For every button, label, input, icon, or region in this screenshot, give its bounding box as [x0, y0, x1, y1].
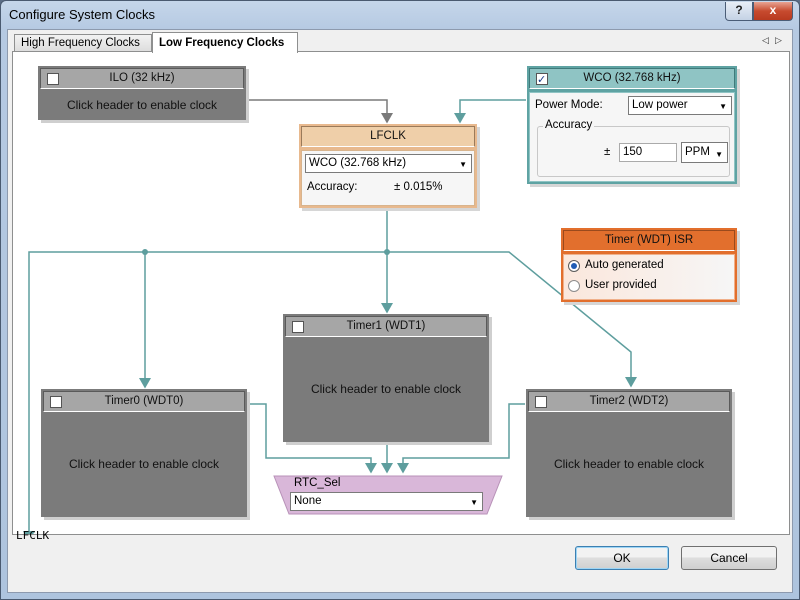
- ilo-block: ILO (32 kHz) Click header to enable cloc…: [38, 66, 246, 120]
- wco-header[interactable]: WCO (32.768 kHz): [529, 68, 735, 90]
- wco-pm-symbol: ±: [604, 146, 611, 158]
- timer1-header[interactable]: Timer1 (WDT1): [285, 316, 487, 337]
- wco-accuracy-unit: PPM: [685, 146, 710, 158]
- lfclk-accuracy-value: ± 0.015%: [394, 181, 443, 193]
- timer1-title: Timer1 (WDT1): [346, 320, 426, 332]
- tab-high-frequency-clocks[interactable]: High Frequency Clocks: [14, 34, 152, 52]
- lfclk-source-select[interactable]: WCO (32.768 kHz) ▼: [305, 154, 472, 173]
- wdt-isr-option-auto[interactable]: Auto generated: [585, 259, 664, 271]
- lfclk-source-value: WCO (32.768 kHz): [309, 157, 407, 169]
- dialog-client: High Frequency Clocks Low Frequency Cloc…: [7, 29, 793, 593]
- wco-power-mode-value: Low power: [632, 99, 688, 111]
- wco-power-mode-label: Power Mode:: [535, 99, 603, 111]
- timer0-message: Click header to enable clock: [68, 457, 220, 471]
- wire-ilo-to-lfclk: [248, 99, 393, 124]
- tab-low-frequency-clocks[interactable]: Low Frequency Clocks: [152, 32, 298, 53]
- timer1-enable-checkbox[interactable]: [292, 321, 304, 333]
- help-button[interactable]: ?: [725, 2, 753, 21]
- wco-accuracy-unit-select[interactable]: PPM ▼: [681, 142, 728, 163]
- radio-user-provided[interactable]: [568, 280, 580, 292]
- lfclk-title: LFCLK: [370, 130, 406, 142]
- ok-button[interactable]: OK: [575, 546, 669, 570]
- lfclk-body: WCO (32.768 kHz) ▼ Accuracy: ± 0.015%: [301, 150, 475, 206]
- lfclk-block: LFCLK WCO (32.768 kHz) ▼ Accuracy: ± 0.0…: [299, 124, 477, 208]
- lfclk-accuracy-label: Accuracy:: [307, 181, 358, 193]
- radio-auto-generated[interactable]: [568, 260, 580, 272]
- wco-body: Power Mode: Low power ▼ Accuracy ± 150 P…: [529, 92, 735, 182]
- clock-diagram-canvas: ILO (32 kHz) Click header to enable cloc…: [12, 51, 790, 542]
- lfclk-header: LFCLK: [301, 126, 475, 147]
- wdt-isr-header: Timer (WDT) ISR: [563, 230, 735, 251]
- wire-wco-to-lfclk: [454, 99, 526, 124]
- wco-accuracy-group: [537, 126, 730, 177]
- wco-power-mode-select[interactable]: Low power ▼: [628, 96, 732, 115]
- rtc-sel-select[interactable]: None ▼: [290, 492, 483, 511]
- chevron-down-icon: ▼: [715, 150, 723, 159]
- chevron-down-icon: ▼: [470, 498, 478, 507]
- timer2-block: Timer2 (WDT2) Click header to enable clo…: [526, 389, 732, 517]
- radio-selected-dot: [571, 263, 577, 269]
- chevron-down-icon: ▼: [459, 160, 467, 169]
- wco-accuracy-input[interactable]: 150: [619, 143, 677, 162]
- wdt-isr-body: Auto generated User provided: [563, 254, 735, 300]
- timer2-header[interactable]: Timer2 (WDT2): [528, 391, 730, 412]
- tab-next-icon[interactable]: ▷: [775, 35, 782, 45]
- wdt-isr-title: Timer (WDT) ISR: [604, 234, 694, 246]
- lfclk-output-label: LFCLK: [16, 529, 50, 542]
- ilo-title: ILO (32 kHz): [109, 72, 175, 84]
- wco-accuracy-value: 150: [623, 146, 643, 158]
- timer0-title: Timer0 (WDT0): [104, 395, 184, 407]
- ilo-header[interactable]: ILO (32 kHz): [40, 68, 244, 89]
- window-title: Configure System Clocks: [9, 7, 155, 22]
- ilo-enable-checkbox[interactable]: [47, 73, 59, 85]
- timer0-header[interactable]: Timer0 (WDT0): [43, 391, 245, 412]
- ilo-message: Click header to enable clock: [66, 98, 218, 112]
- rtc-sel-value: None: [294, 495, 322, 507]
- timer2-message: Click header to enable clock: [553, 457, 705, 471]
- title-bar[interactable]: Configure System Clocks ? x: [1, 1, 799, 29]
- timer1-block: Timer1 (WDT1) Click header to enable clo…: [283, 314, 489, 442]
- wire-timer2-to-rtc: [397, 403, 525, 474]
- timer2-title: Timer2 (WDT2): [589, 395, 669, 407]
- wire-timer0-to-rtc: [248, 403, 377, 474]
- wire-bus-left: [23, 251, 387, 534]
- timer1-message: Click header to enable clock: [310, 382, 462, 396]
- wco-accuracy-group-label: Accuracy: [543, 119, 595, 131]
- close-button[interactable]: x: [753, 2, 793, 21]
- wco-title: WCO (32.768 kHz): [583, 72, 681, 84]
- timer0-enable-checkbox[interactable]: [50, 396, 62, 408]
- timer2-enable-checkbox[interactable]: [535, 396, 547, 408]
- chevron-down-icon: ▼: [719, 102, 727, 111]
- wco-enable-checkbox[interactable]: [536, 71, 548, 90]
- timer0-block: Timer0 (WDT0) Click header to enable clo…: [41, 389, 247, 517]
- wdt-isr-option-user[interactable]: User provided: [585, 279, 657, 291]
- tab-prev-icon[interactable]: ◁: [762, 35, 769, 45]
- wdt-isr-block: Timer (WDT) ISR Auto generated User prov…: [561, 228, 737, 302]
- cancel-button[interactable]: Cancel: [681, 546, 777, 570]
- rtc-sel-label: RTC_Sel: [294, 477, 341, 489]
- wire-to-timer2: [387, 251, 637, 388]
- wco-block: WCO (32.768 kHz) Power Mode: Low power ▼…: [527, 66, 737, 184]
